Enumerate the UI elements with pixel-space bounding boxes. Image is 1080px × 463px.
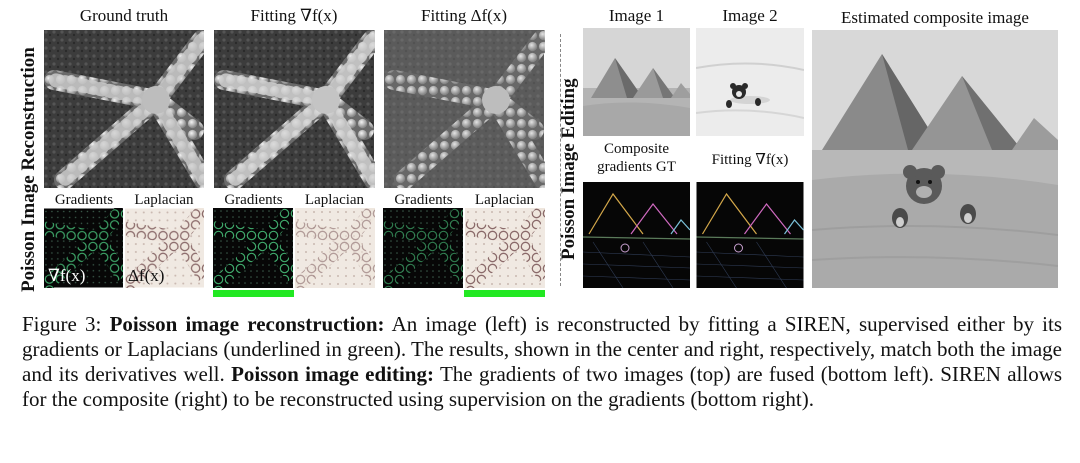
col-title-fitting-laplacian: Fitting Δf(x) [420, 6, 507, 25]
caption-text-4: allows for the composite (right) to be r… [22, 362, 1063, 411]
fitting-gradient-laplacian-tile [295, 208, 375, 288]
ground-truth-gradients-tile [44, 208, 123, 288]
composite-gradients-gt-image [583, 182, 690, 288]
image1-title: Image 1 [608, 6, 665, 25]
sub-label-laplacian-1: Laplacian [134, 192, 194, 208]
green-underline-gradients [213, 290, 294, 297]
caption-text-2: , supervised either by its gradients or … [22, 312, 1063, 386]
estimated-title: Estimated composite image [841, 8, 1029, 27]
col-title-ground-truth: Ground truth [79, 6, 169, 25]
caption-text-1: An image (left) is reconstructed by fitt… [391, 312, 777, 336]
image2-title: Image 2 [722, 6, 778, 25]
sub-label-laplacian-2: Laplacian [304, 192, 365, 208]
caption-text-3: The gradients of two images (top) are fu… [439, 362, 934, 386]
reconstruction-row-title: Poisson Image Reconstruction [18, 47, 39, 292]
laplacian-overlay-label: Δf(x) [128, 266, 165, 285]
gradient-overlay-label: ∇f(x) [48, 266, 86, 285]
editing-row-title: Poisson Image Editing [558, 78, 579, 260]
image2-bear [696, 28, 804, 136]
ground-truth-laplacian-tile [125, 208, 204, 288]
fitting-gradient-gradients-tile [213, 208, 293, 288]
fitting-laplacian-image [383, 30, 545, 188]
fitting-gradient-image [213, 30, 375, 188]
green-underline-laplacian [464, 290, 545, 297]
caption-bold-editing: Poisson image editing: [231, 362, 434, 386]
sub-label-laplacian-3: Laplacian [474, 192, 535, 208]
figure-caption: Figure 3: Poisson image reconstruction: … [22, 312, 1062, 412]
fitting-laplacian-laplacian-tile [465, 208, 545, 288]
sub-label-gradients-2: Gradients [224, 192, 283, 208]
ground-truth-image [44, 30, 204, 188]
caption-figure-label: Figure 3: [22, 312, 102, 336]
caption-siren-2: SIREN [940, 362, 1001, 386]
sub-label-gradients-1: Gradients [54, 192, 114, 208]
composite-gradients-gt-title: Composite gradients GT [597, 141, 676, 175]
fitting-laplacian-gradients-tile [383, 208, 463, 288]
fitting-gradient-editing-title: Fitting ∇f(x) [711, 152, 789, 168]
estimated-composite-image [812, 30, 1058, 288]
caption-siren-1: SIREN [784, 312, 846, 336]
caption-bold-reconstruction: Poisson image reconstruction: [109, 312, 385, 336]
fitting-gradient-editing-image [696, 182, 804, 288]
col-title-fitting-gradient: Fitting ∇f(x) [250, 6, 338, 25]
image1-pyramids [583, 28, 690, 136]
sub-label-gradients-3: Gradients [394, 192, 453, 208]
panel-separator [560, 34, 561, 286]
